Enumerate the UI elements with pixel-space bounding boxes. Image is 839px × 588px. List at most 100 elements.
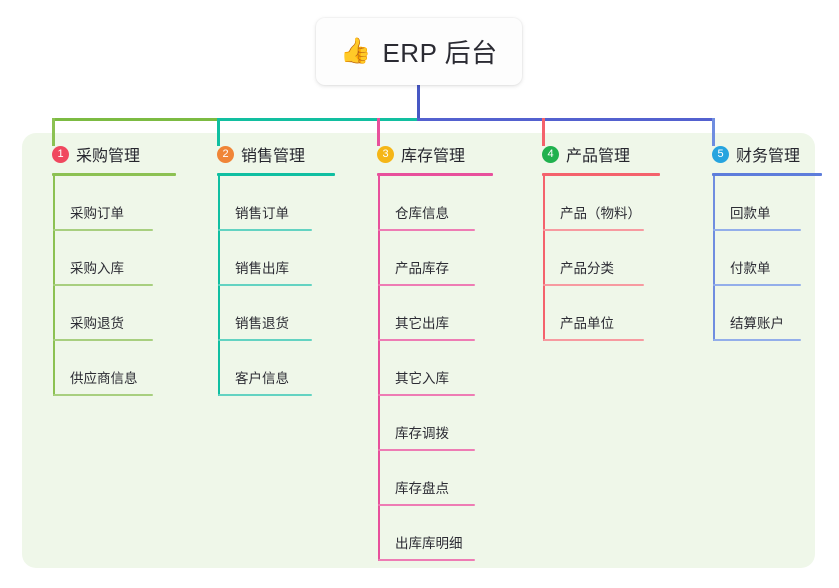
branch-item[interactable]: 库存盘点	[361, 451, 511, 506]
branch-header-underline	[712, 173, 822, 176]
branch-item-underline	[378, 394, 475, 396]
branch-item[interactable]: 回款单	[696, 176, 839, 231]
branch-title: 财务管理	[736, 148, 801, 165]
branch-number-badge: 2	[217, 145, 234, 163]
branch-item-underline	[53, 284, 153, 286]
branch-item-label: 供应商信息	[70, 371, 138, 386]
branch-items-2: 销售订单销售出库销售退货客户信息	[201, 176, 351, 396]
branch-item-underline	[53, 394, 153, 396]
branch-header-5[interactable]: 5 财务管理	[696, 141, 839, 167]
branch-column-5: 5 财务管理回款单付款单结算账户	[696, 141, 839, 341]
branch-item[interactable]: 结算账户	[696, 286, 839, 341]
branch-header-underline	[377, 173, 493, 176]
branch-item[interactable]: 销售出库	[201, 231, 351, 286]
branch-item[interactable]: 库存调拨	[361, 396, 511, 451]
branch-item[interactable]: 出库库明细	[361, 506, 511, 561]
branch-item-label: 其它出库	[395, 316, 449, 331]
branch-header-3[interactable]: 3 库存管理	[361, 141, 511, 167]
branch-item[interactable]: 采购订单	[36, 176, 186, 231]
branch-column-3: 3 库存管理仓库信息产品库存其它出库其它入库库存调拨库存盘点出库库明细	[361, 141, 511, 561]
horizontal-bar-teal	[216, 118, 418, 121]
branch-item-underline	[713, 339, 801, 341]
branch-item-label: 结算账户	[730, 316, 784, 331]
branch-items-4: 产品（物料） 产品分类产品单位	[526, 176, 681, 341]
branch-item[interactable]: 客户信息	[201, 341, 351, 396]
root-node-content: 👍 ERP 后台	[340, 33, 497, 70]
branch-header-underline	[217, 173, 335, 176]
branch-item[interactable]: 销售退货	[201, 286, 351, 341]
branch-item[interactable]: 采购退货	[36, 286, 186, 341]
branch-item[interactable]: 销售订单	[201, 176, 351, 231]
branch-item[interactable]: 付款单	[696, 231, 839, 286]
branch-item-label: 仓库信息	[395, 206, 449, 221]
branch-item-underline	[53, 339, 153, 341]
branch-trunk-line	[218, 176, 220, 396]
branch-items-5: 回款单付款单结算账户	[696, 176, 839, 341]
branch-item[interactable]: 产品单位	[526, 286, 681, 341]
branch-header-underline	[52, 173, 176, 176]
branch-item-underline	[378, 284, 475, 286]
branch-item-label: 产品单位	[560, 316, 614, 331]
branch-item-label: 产品分类	[560, 261, 614, 276]
branch-item-label: 采购订单	[70, 206, 124, 221]
branch-title: 采购管理	[76, 148, 141, 165]
root-node[interactable]: 👍 ERP 后台	[316, 18, 522, 85]
branch-drop-line-1	[51, 118, 55, 146]
branch-trunk-line	[713, 176, 715, 341]
branch-item-label: 回款单	[730, 206, 771, 221]
branch-item-underline	[378, 339, 475, 341]
branch-header-underline	[542, 173, 660, 176]
root-node-label: ERP 后台	[382, 38, 498, 68]
branch-title: 库存管理	[401, 148, 466, 165]
branch-item-underline	[218, 284, 312, 286]
branch-item-underline	[713, 284, 801, 286]
branch-item-label: 付款单	[730, 261, 771, 276]
branch-item-underline	[218, 394, 312, 396]
branch-item-underline	[378, 504, 475, 506]
branch-trunk-line	[53, 176, 55, 396]
branch-item-underline	[543, 229, 644, 231]
branch-item-underline	[218, 229, 312, 231]
thumbs-up-icon: 👍	[340, 37, 372, 65]
branch-item-label: 销售订单	[235, 206, 289, 221]
branch-item-underline	[53, 229, 153, 231]
branch-item[interactable]: 其它入库	[361, 341, 511, 396]
branch-trunk-line	[543, 176, 545, 341]
branch-item-underline	[378, 559, 475, 561]
branch-item-underline	[378, 229, 475, 231]
branch-item[interactable]: 供应商信息	[36, 341, 186, 396]
branch-item[interactable]: 仓库信息	[361, 176, 511, 231]
branch-items-3: 仓库信息产品库存其它出库其它入库库存调拨库存盘点出库库明细	[361, 176, 511, 561]
branch-item-underline	[218, 339, 312, 341]
branch-trunk-line	[378, 176, 380, 561]
branch-item[interactable]: 其它出库	[361, 286, 511, 341]
branch-item[interactable]: 产品（物料）	[526, 176, 681, 231]
branch-header-2[interactable]: 2 销售管理	[201, 141, 351, 167]
branch-drop-line-5	[711, 118, 715, 146]
branch-column-2: 2 销售管理销售订单销售出库销售退货客户信息	[201, 141, 351, 396]
branch-item[interactable]: 产品分类	[526, 231, 681, 286]
branch-item-underline	[543, 284, 644, 286]
branch-item-label: 销售出库	[235, 261, 289, 276]
branch-items-1: 采购订单采购入库采购退货供应商信息	[36, 176, 186, 396]
branch-item-underline	[543, 339, 644, 341]
branch-item-underline	[378, 449, 475, 451]
branch-item-label: 客户信息	[235, 371, 289, 386]
branch-item-label: 产品（物料）	[560, 206, 641, 221]
branch-item-label: 采购退货	[70, 316, 124, 331]
branch-title: 销售管理	[241, 148, 306, 165]
branch-item-label: 库存调拨	[395, 426, 449, 441]
horizontal-bar-green	[51, 118, 218, 121]
branch-number-badge: 3	[377, 145, 394, 163]
branch-drop-line-2	[216, 118, 220, 146]
branch-item[interactable]: 产品库存	[361, 231, 511, 286]
branch-number-badge: 5	[712, 145, 729, 163]
branch-number-badge: 4	[542, 145, 559, 163]
branch-item[interactable]: 采购入库	[36, 231, 186, 286]
branch-item-label: 出库库明细	[395, 536, 463, 551]
branch-item-label: 采购入库	[70, 261, 124, 276]
